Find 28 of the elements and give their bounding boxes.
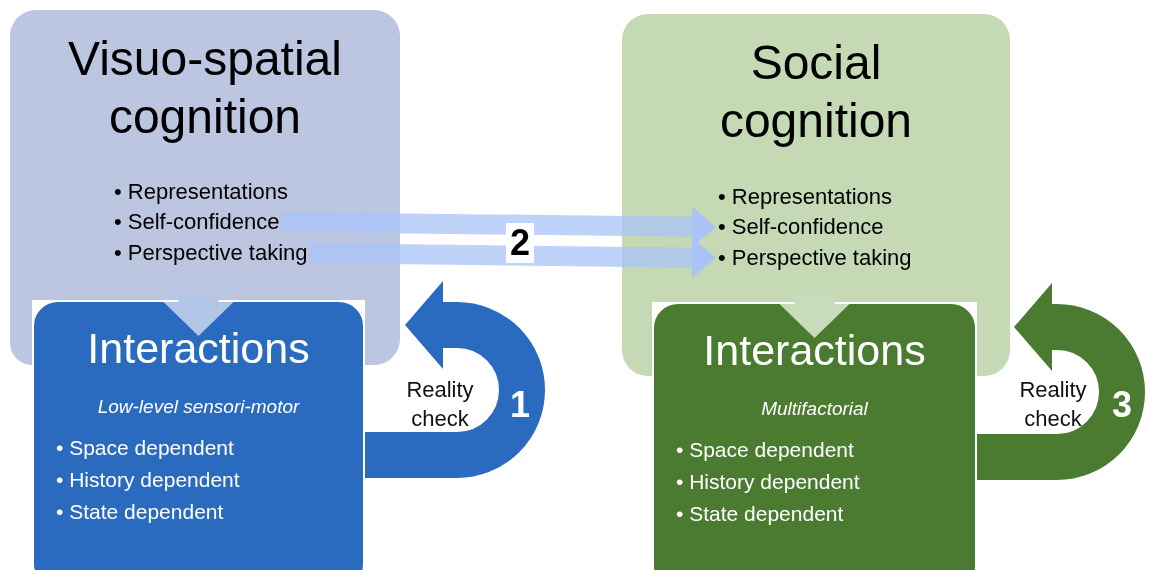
bullet-item: • State dependent	[676, 501, 844, 527]
bullet-item: • History dependent	[56, 467, 240, 493]
bullet-item: • Perspective taking	[114, 239, 308, 267]
edge-label: 2	[506, 223, 534, 263]
bullet-item: • History dependent	[676, 469, 860, 495]
bullet-item: • Self-confidence	[718, 213, 884, 241]
interactions-panel	[32, 300, 365, 570]
panel-title: Interactions	[702, 325, 927, 376]
panel-subtitle: Low-level sensori-motor	[96, 396, 301, 418]
panel-subtitle: Multifactorial	[760, 398, 869, 420]
panel-title: Visuo-spatial cognition	[67, 31, 343, 145]
panel-title: Interactions	[86, 323, 311, 374]
panel-title: Social cognition	[718, 35, 914, 149]
curved-arrow	[977, 283, 1145, 480]
arrow-caption: Reality check	[1018, 376, 1088, 433]
interactions-panel	[652, 302, 977, 570]
arrow-caption: Reality check	[405, 376, 475, 433]
bullet-item: • Self-confidence	[114, 208, 280, 236]
bullet-item: • State dependent	[56, 499, 224, 525]
cognition-panel	[10, 10, 400, 300]
bullet-item: • Representations	[718, 183, 893, 211]
block-arrow	[163, 294, 234, 336]
cognition-panel	[622, 14, 1010, 302]
block-arrow	[779, 296, 850, 338]
bullet-item: • Perspective taking	[718, 244, 912, 272]
bullet-item: • Space dependent	[56, 435, 234, 461]
bullet-item: • Space dependent	[676, 437, 854, 463]
bullet-item: • Representations	[114, 178, 289, 206]
